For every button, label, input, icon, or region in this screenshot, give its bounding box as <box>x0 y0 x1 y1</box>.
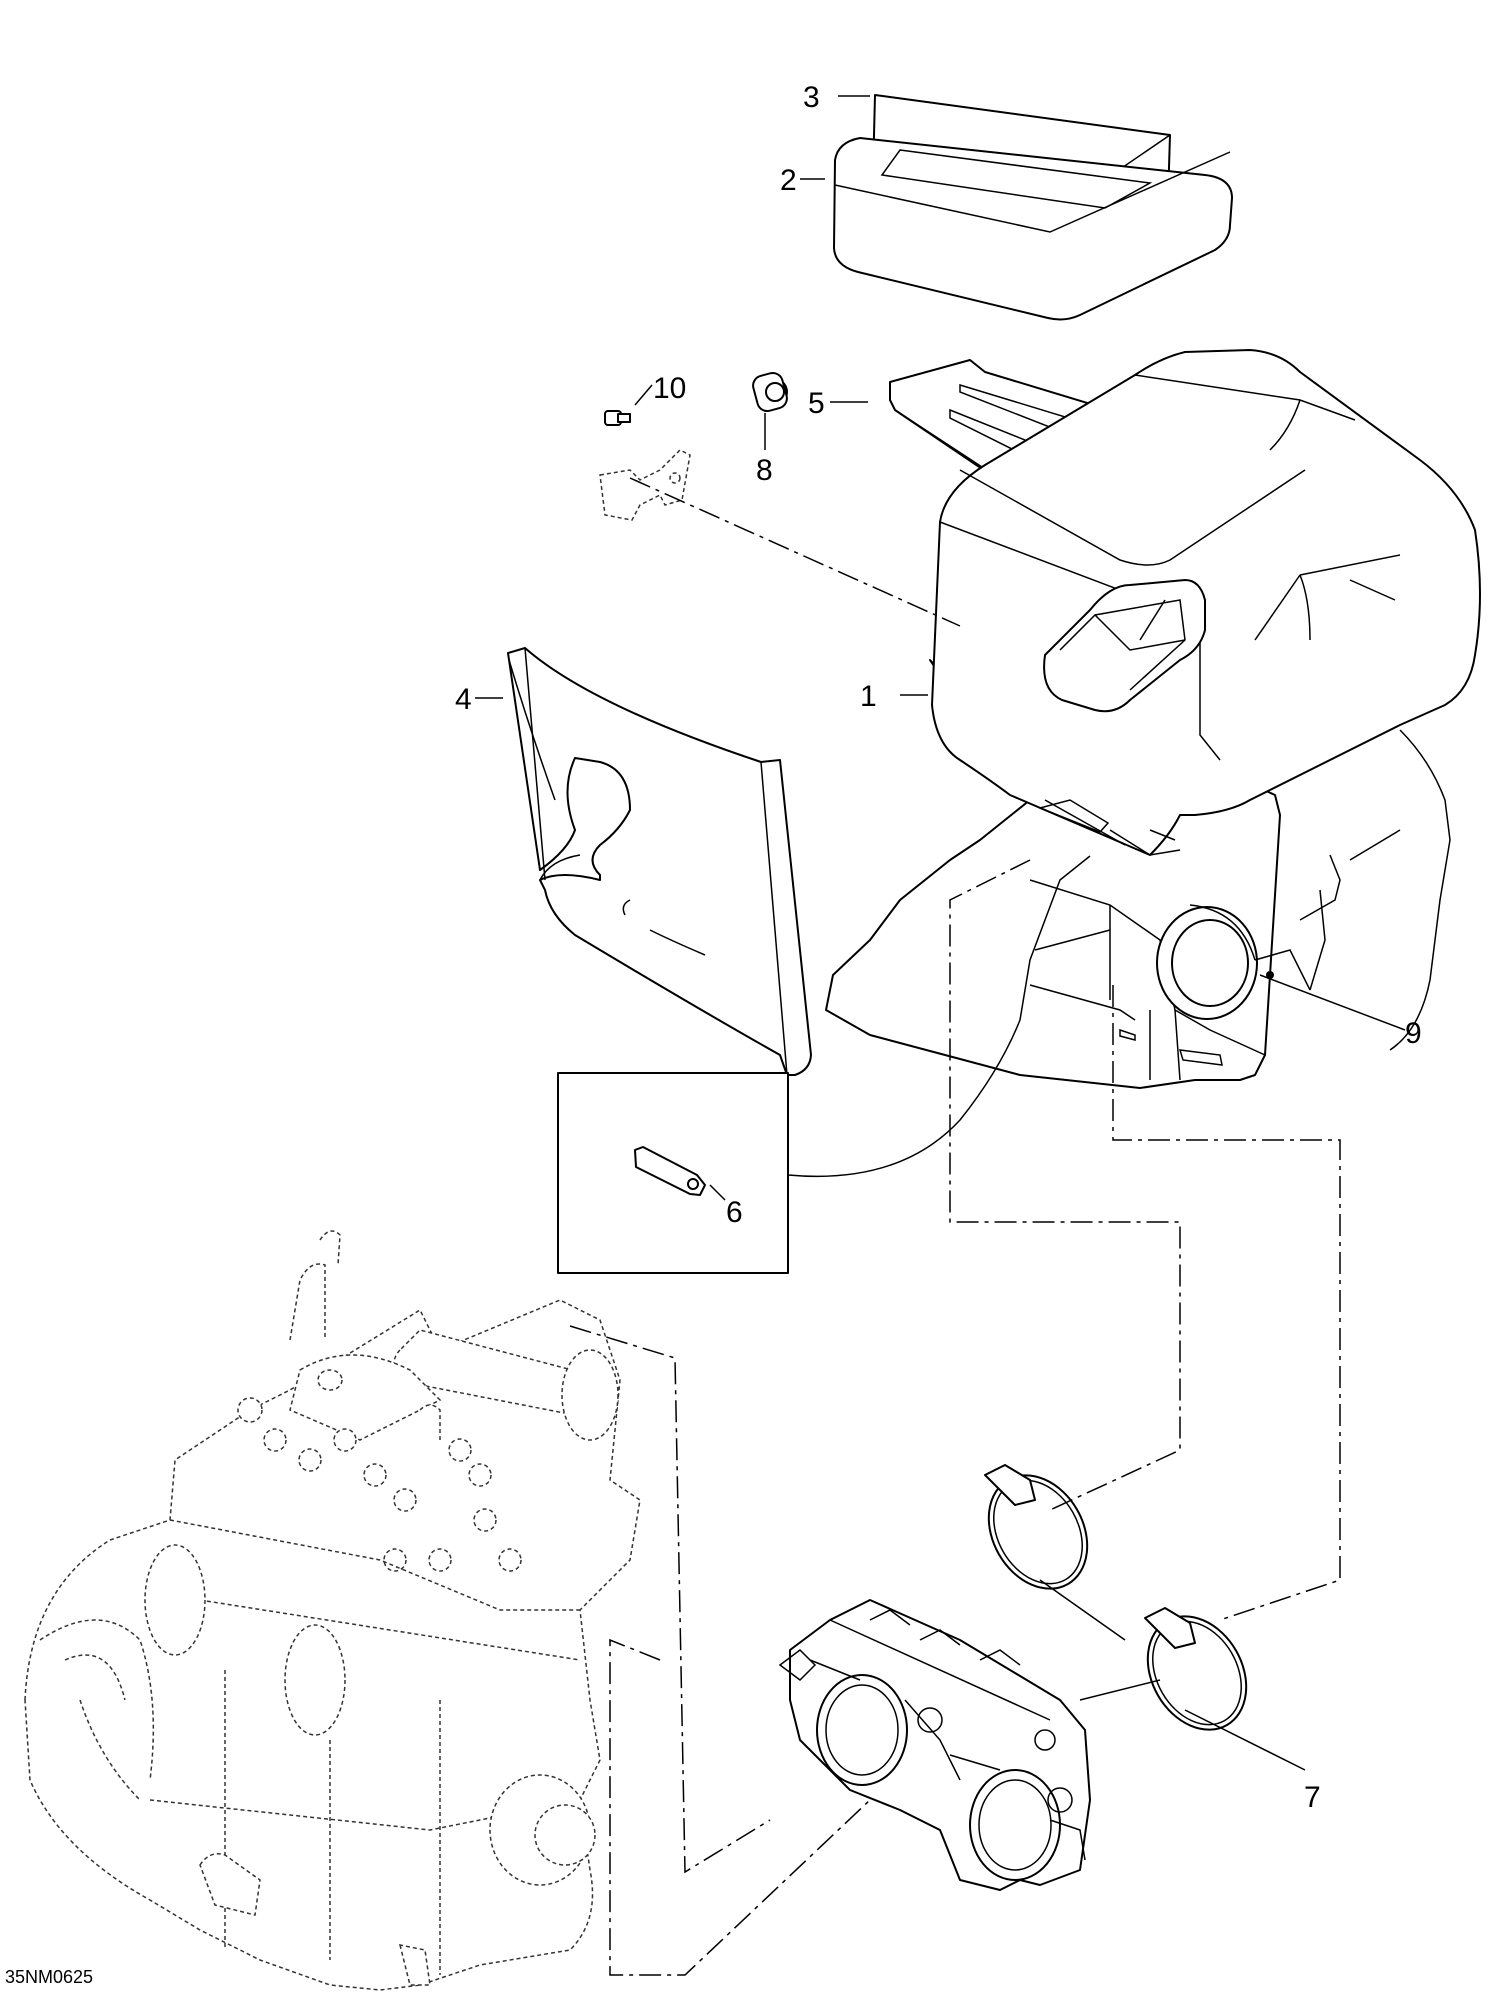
drawing-code: 35NM0625 <box>5 1967 93 1987</box>
callout-2: 2 <box>780 164 797 197</box>
callout-5: 5 <box>808 387 825 420</box>
callout-4: 4 <box>455 683 472 716</box>
callout-7: 7 <box>1304 1781 1321 1814</box>
assembly-centerlines <box>569 477 1341 1976</box>
callout-9: 9 <box>1405 1017 1422 1050</box>
part-8-grommet <box>752 371 788 413</box>
callout-leaders <box>475 95 1406 1771</box>
detail-box <box>557 1072 789 1274</box>
callout-8: 8 <box>756 454 773 487</box>
part-2-foam-frame <box>833 137 1233 321</box>
callout-10: 10 <box>653 372 686 405</box>
callout-labels: 1 2 3 4 5 6 7 8 9 10 35NM0625 <box>5 81 1422 1987</box>
callout-6: 6 <box>726 1196 743 1229</box>
part-4-foam-pad <box>507 647 812 1076</box>
part-10-screw <box>604 410 631 426</box>
callout-1: 1 <box>860 680 877 713</box>
engine-ghost <box>24 1230 641 1991</box>
part-1-air-silencer <box>825 349 1481 1089</box>
carburetor-assembly <box>778 1599 1091 1891</box>
callout-3: 3 <box>803 81 820 114</box>
